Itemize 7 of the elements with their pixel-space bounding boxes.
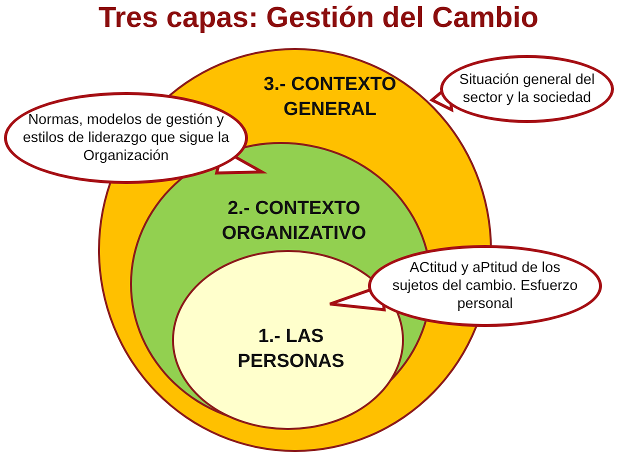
- title: Tres capas: Gestión del Cambio: [98, 2, 540, 35]
- callout-text: Situación general del sector y la sociedad: [458, 71, 596, 107]
- layer-label: 3.- CONTEXTO GENERAL: [262, 73, 398, 122]
- layer-label: 2.- CONTEXTO ORGANIZATIVO: [220, 197, 368, 246]
- callout-text: ACtitud y aPtitud de los sujetos del cambio. Esfuerzo personal: [391, 259, 579, 313]
- callout-text: Normas, modelos de gestión y estilos de liderazgo que sigue la Organización: [22, 111, 230, 165]
- layer-label: 1.- LAS PERSONAS: [236, 325, 346, 374]
